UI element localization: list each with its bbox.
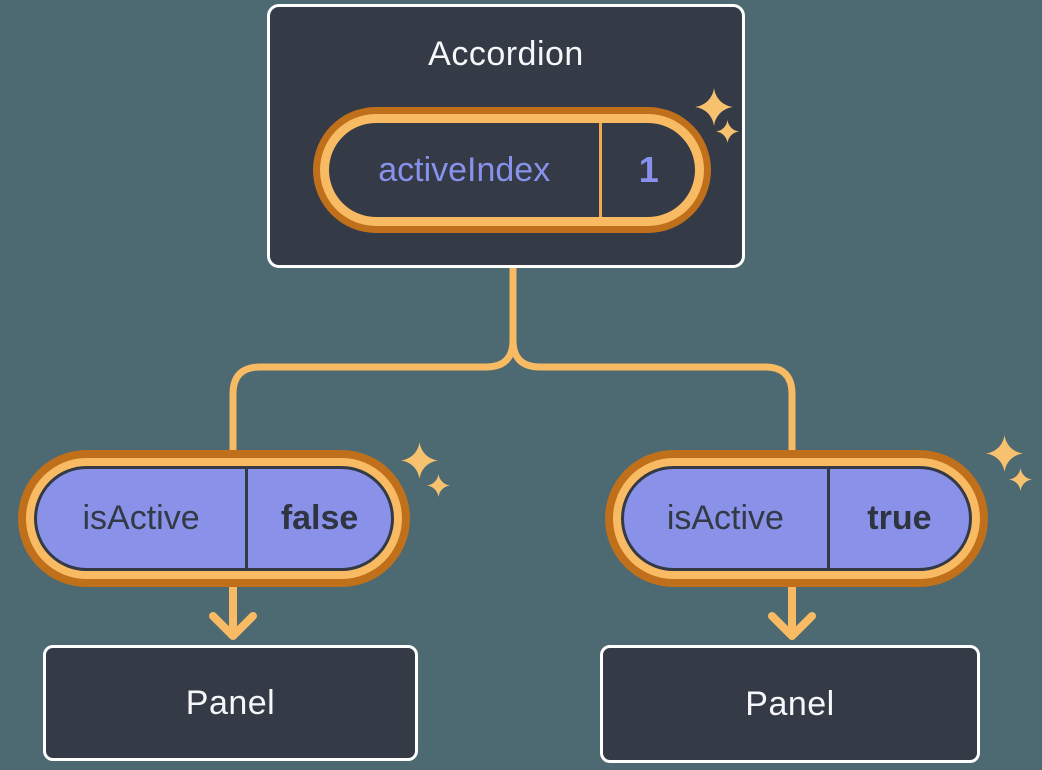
fork-edge-left bbox=[229, 266, 517, 454]
prop-pill-label: isActive bbox=[666, 499, 784, 537]
prop-pill-value: false bbox=[280, 499, 359, 537]
arrow-down-icon bbox=[209, 582, 257, 640]
state-pill-body: activeIndex 1 bbox=[329, 123, 695, 217]
state-pill-inner-ring: activeIndex 1 bbox=[320, 114, 704, 226]
panel-node-right: Panel bbox=[600, 645, 980, 763]
sparkle-icon bbox=[695, 88, 733, 126]
sparkle-icon bbox=[401, 442, 438, 479]
state-pill: activeIndex 1 bbox=[313, 107, 711, 233]
sparkle-icon bbox=[1009, 468, 1032, 491]
panel-node-left: Panel bbox=[43, 645, 418, 761]
pill-divider bbox=[826, 469, 830, 568]
sparkle-icon bbox=[986, 435, 1023, 472]
sparkle-icon bbox=[716, 120, 739, 143]
prop-pill-value: true bbox=[867, 499, 932, 537]
prop-pill-left: isActive false bbox=[18, 450, 410, 587]
accordion-title: Accordion bbox=[428, 35, 584, 73]
arrow-down-icon bbox=[768, 582, 816, 640]
prop-pill-right: isActive true bbox=[605, 450, 988, 587]
pill-divider bbox=[245, 469, 249, 568]
panel-title: Panel bbox=[745, 684, 835, 723]
panel-title: Panel bbox=[185, 683, 276, 722]
prop-pill-inner-ring: isActive true bbox=[613, 458, 980, 579]
prop-pill-inner-ring: isActive false bbox=[26, 458, 402, 579]
accordion-node: Accordion activeIndex 1 bbox=[267, 4, 745, 268]
sparkle-icon bbox=[427, 474, 450, 497]
prop-pill-body: isActive false bbox=[34, 466, 394, 571]
prop-pill-body: isActive true bbox=[621, 466, 972, 571]
pill-divider bbox=[599, 123, 603, 217]
state-pill-value: 1 bbox=[638, 149, 659, 190]
state-pill-label: activeIndex bbox=[378, 150, 551, 189]
prop-pill-label: isActive bbox=[82, 499, 200, 537]
fork-edge-right bbox=[509, 266, 796, 454]
